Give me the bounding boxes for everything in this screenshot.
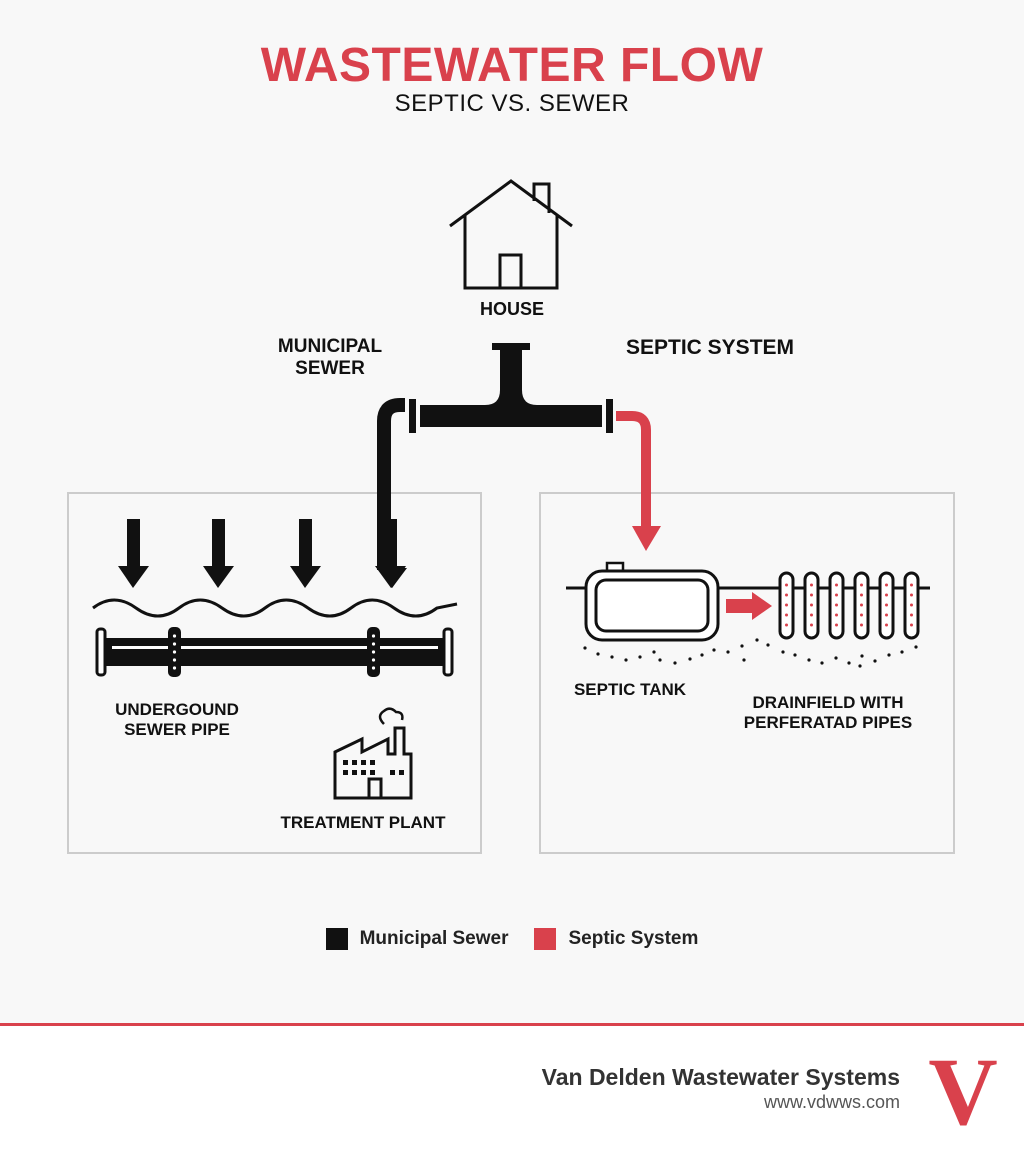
infiltration-arrows — [118, 519, 406, 588]
municipal-label-line2: SEWER — [295, 357, 365, 379]
legend-label-septic: Septic System — [568, 928, 699, 949]
drain-label-line1: DRAINFIELD WITH — [752, 693, 904, 712]
page-title: WASTEWATER FLOW — [260, 39, 764, 92]
septic-tank-icon — [584, 561, 720, 642]
municipal-sewer-label: MUNICIPAL SEWER — [255, 336, 405, 380]
pipe-label-line1: UNDERGOUND — [115, 700, 239, 719]
drain-label-line2: PERFERATAD PIPES — [743, 712, 913, 732]
legend-swatch-municipal — [325, 928, 348, 950]
septic-system-label: SEPTIC SYSTEM — [625, 336, 795, 359]
sewer-pipe-label: UNDERGOUND SEWER PIPE — [92, 700, 262, 739]
legend-item-septic: Septic System — [534, 928, 698, 950]
septic-tank-label: SEPTIC TANK — [573, 680, 687, 699]
company-logo-icon: V — [928, 1038, 998, 1145]
sewer-pipe — [95, 627, 454, 677]
pipe-label-line2: SEWER PIPE — [124, 719, 230, 739]
footer — [0, 1026, 1024, 1154]
transfer-arrow — [726, 592, 772, 620]
treatment-plant-label: TREATMENT PLANT — [280, 813, 446, 832]
company-name: Van Delden Wastewater Systems — [541, 1064, 900, 1090]
legend: Municipal Sewer Septic System — [0, 928, 1024, 950]
drainfield-label: DRAINFIELD WITH PERFERATAD PIPES — [728, 693, 928, 732]
septic-panel — [539, 492, 955, 854]
house-label: HOUSE — [479, 299, 544, 319]
legend-label-municipal: Municipal Sewer — [359, 928, 509, 949]
ground-line — [92, 598, 458, 618]
legend-item-municipal: Municipal Sewer — [325, 928, 509, 950]
factory-icon — [333, 707, 413, 800]
septic-flow-pipe — [616, 411, 661, 551]
house-icon — [449, 179, 573, 290]
junction-pipe — [409, 343, 613, 433]
page-subtitle: SEPTIC VS. SEWER — [394, 90, 630, 117]
drainfield-icon — [778, 571, 920, 640]
municipal-label-line1: MUNICIPAL — [277, 336, 383, 357]
legend-swatch-septic — [534, 928, 557, 950]
footer-divider — [0, 1023, 1024, 1026]
municipal-panel — [67, 492, 482, 854]
company-url[interactable]: www.vdwws.com — [763, 1092, 900, 1112]
soil-dots — [583, 638, 918, 668]
